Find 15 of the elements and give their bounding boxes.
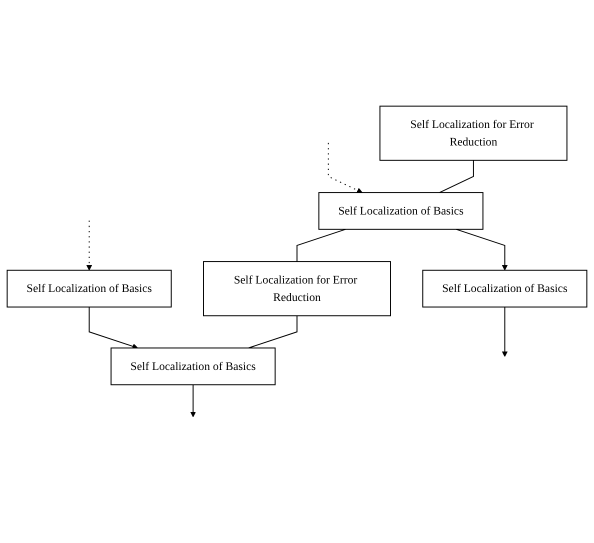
arrow xyxy=(88,306,138,350)
arrow xyxy=(502,306,508,358)
node-box: Self Localization of Basics xyxy=(6,270,172,308)
node-box: Self Localization for Error Reduction xyxy=(203,261,391,316)
arrow xyxy=(456,229,508,271)
node-box: Self Localization for Error Reduction xyxy=(379,106,568,162)
arrow xyxy=(86,220,92,271)
connector xyxy=(296,229,346,262)
node-box: Self Localization of Basics xyxy=(110,348,276,386)
connector xyxy=(248,316,298,349)
connector xyxy=(439,160,474,194)
node-box: Self Localization of Basics xyxy=(318,192,484,230)
node-box: Self Localization of Basics xyxy=(422,270,588,308)
arrow xyxy=(190,384,196,418)
arrow xyxy=(328,142,362,194)
